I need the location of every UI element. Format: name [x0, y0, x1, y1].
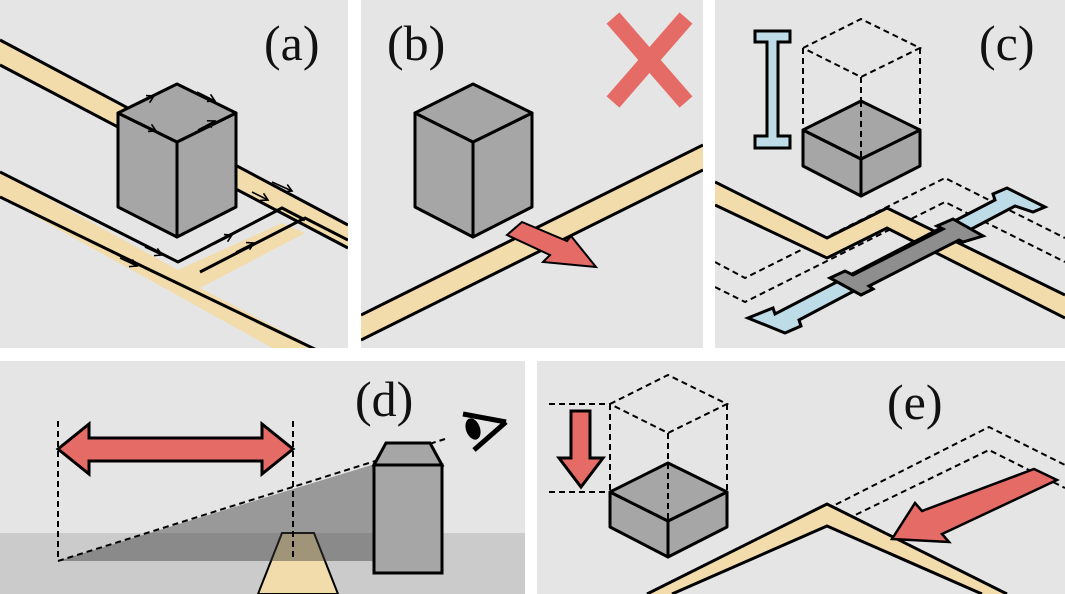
panel-d: (d): [0, 361, 525, 594]
panel-c: (c): [715, 0, 1065, 348]
reduced-cube: [608, 461, 729, 559]
panel-e-drawing: [549, 373, 1065, 594]
flow-arrows: [119, 91, 294, 268]
height-reduce-arrow: [555, 409, 607, 490]
line-of-sight: [57, 438, 446, 562]
cross-mark-icon: [606, 12, 693, 108]
reduced-cube: [801, 99, 922, 198]
height-scale-icon: [753, 29, 792, 150]
bridge-segment: [826, 217, 987, 297]
panel-a: (a): [0, 0, 348, 348]
extent-double-arrow: [55, 420, 296, 478]
building-cube: [413, 82, 534, 239]
panel-d-drawing: [0, 411, 525, 594]
building-side-view: [371, 441, 445, 575]
panel-c-drawing: [715, 17, 1065, 335]
road-side-view: [256, 532, 340, 594]
move-arrow: [505, 220, 599, 269]
panel-label-b: (b): [387, 15, 446, 71]
panel-b: (b): [361, 0, 703, 348]
panel-e: (e): [537, 361, 1065, 594]
road: [715, 180, 1065, 320]
move-arrow: [889, 467, 1060, 544]
panel-b-drawing: [361, 12, 703, 342]
panel-label-e: (e): [887, 374, 943, 430]
panel-label-d: (d): [355, 371, 414, 427]
road: [646, 502, 1008, 594]
panel-a-drawing: [0, 38, 348, 348]
occlusion-shadow: [58, 464, 375, 561]
eye-icon: [462, 411, 508, 452]
building-cube: [116, 82, 238, 239]
panel-label-a: (a): [264, 15, 320, 71]
panel-label-c: (c): [979, 15, 1035, 71]
